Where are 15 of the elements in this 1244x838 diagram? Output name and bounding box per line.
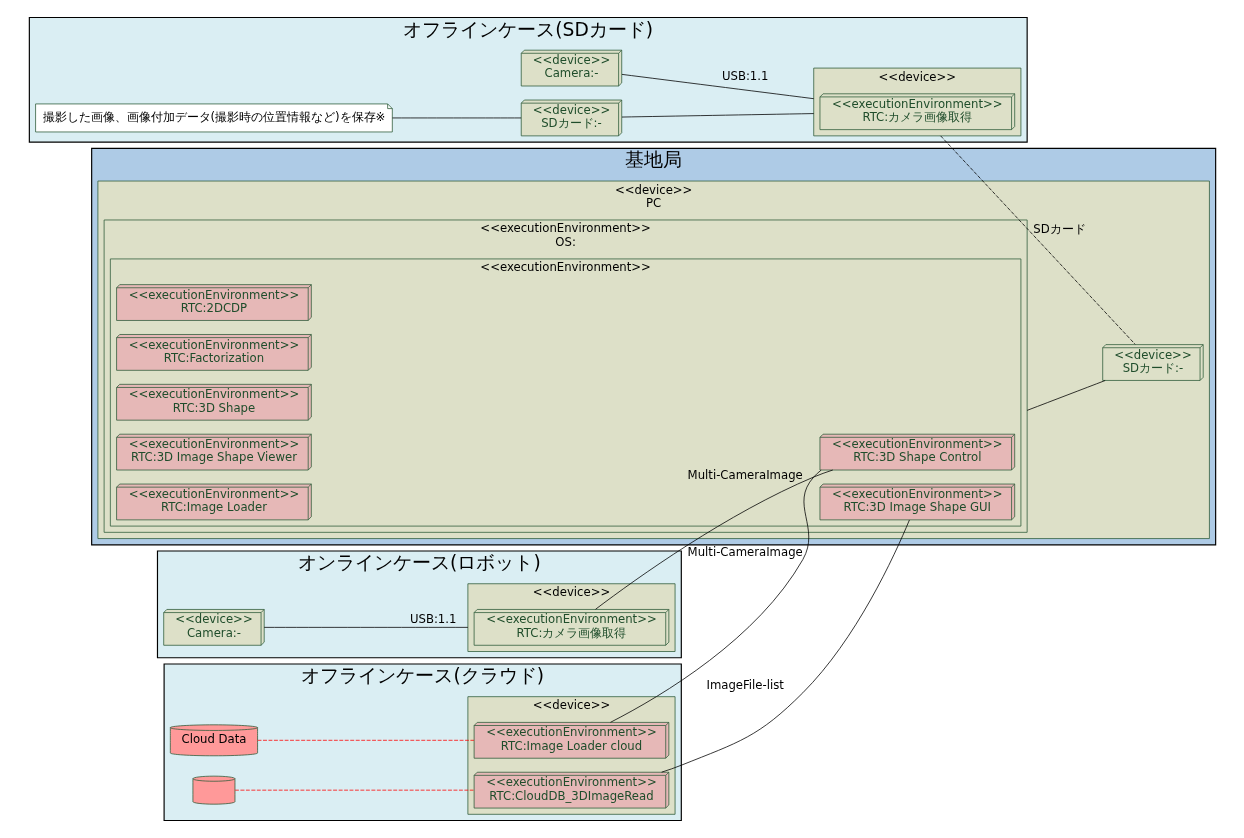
connector: [1026, 380, 1106, 411]
edge-label: SDカード: [1032, 222, 1086, 237]
connector: [256, 739, 474, 741]
edge-label: ImageFile-list: [705, 677, 784, 692]
connector: [621, 113, 814, 118]
edge-label: Multi-CameraImage: [687, 468, 803, 483]
connector: [939, 135, 1136, 345]
connector: [263, 626, 468, 628]
edge-label: Multi-CameraImage: [687, 544, 803, 559]
edge-label: USB:1.1: [721, 68, 768, 83]
connector: [594, 469, 833, 610]
connector: [621, 74, 814, 100]
edge-label: USB:1.1: [409, 612, 456, 627]
connector: [609, 469, 821, 723]
connector: [234, 789, 474, 791]
